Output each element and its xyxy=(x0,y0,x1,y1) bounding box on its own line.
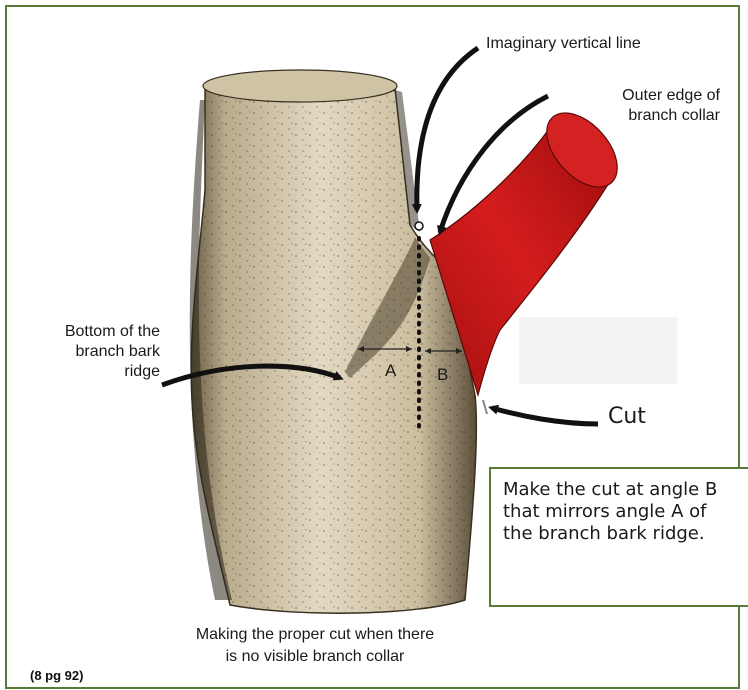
blank-overlay-box xyxy=(519,317,677,384)
label-outer-edge-line1: Outer edge of xyxy=(540,86,720,106)
angle-b-label: B xyxy=(437,365,448,385)
label-cut: Cut xyxy=(608,404,646,430)
label-bottom-line1: Bottom of the xyxy=(30,322,160,342)
label-bottom-line3: ridge xyxy=(30,362,160,382)
arrow-imaginary-line xyxy=(417,48,478,210)
arrow-cut xyxy=(492,408,598,424)
caption-line2: is no visible branch collar xyxy=(150,646,480,668)
instruction-callout: Make the cut at angle B that mirrors ang… xyxy=(489,467,748,607)
label-bottom-line2: branch bark xyxy=(30,342,160,362)
label-imaginary-vertical-line: Imaginary vertical line xyxy=(486,34,641,54)
figure-caption: Making the proper cut when there is no v… xyxy=(150,624,480,668)
caption-line1: Making the proper cut when there xyxy=(150,624,480,646)
label-bottom-branch-bark-ridge: Bottom of the branch bark ridge xyxy=(30,322,160,382)
label-outer-edge-line2: branch collar xyxy=(540,106,720,126)
angle-a-label: A xyxy=(385,361,396,381)
source-citation: (8 pg 92) xyxy=(30,668,83,683)
label-outer-edge-branch-collar: Outer edge of branch collar xyxy=(540,86,720,126)
